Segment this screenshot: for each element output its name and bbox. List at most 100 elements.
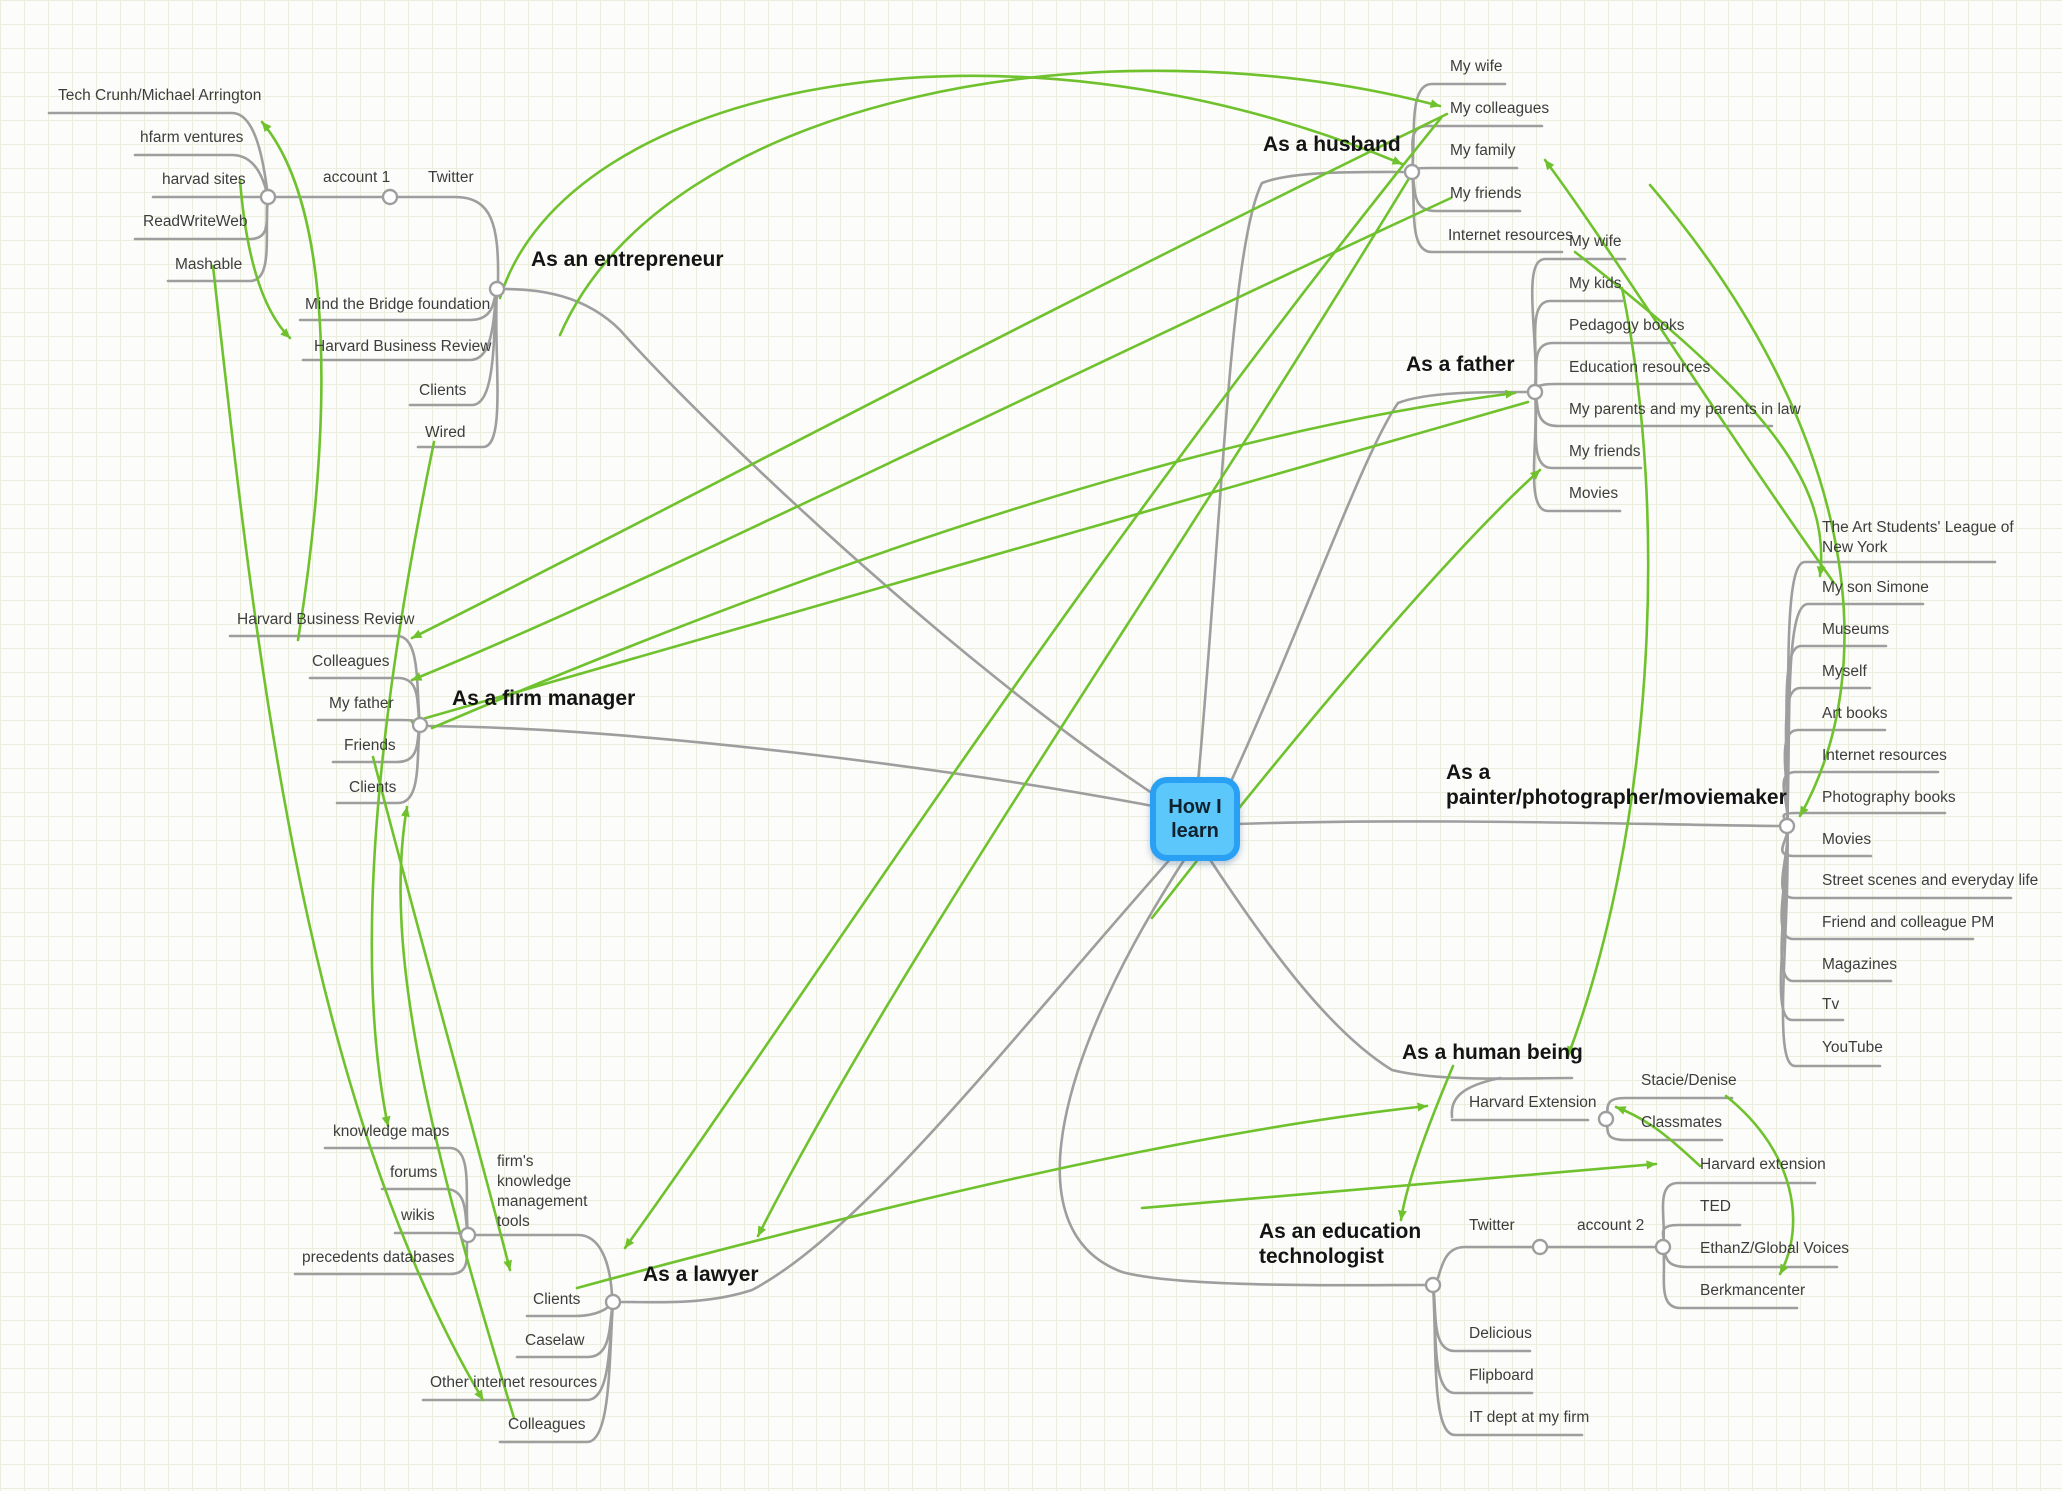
node-branch-youtube [1781,824,1882,1068]
node-harvard-business-review-firm-manager[interactable]: Harvard Business Review [237,611,415,628]
cross-link-20 [1397,1064,1455,1222]
branch-title-as-an-entrepreneur[interactable]: As an entrepreneur [531,248,724,271]
node-mashable[interactable]: Mashable [175,256,243,273]
central-topic-node[interactable]: How I learn [1150,777,1240,861]
node-harvard-extension-edu[interactable]: Harvard extension [1700,1156,1826,1173]
collapse-toggle-8[interactable] [1531,1238,1549,1256]
node-flipboard[interactable]: Flipboard [1469,1367,1534,1384]
node-photography-books[interactable]: Photography books [1822,789,1956,806]
collapse-toggle-4[interactable] [1526,383,1544,401]
node-tech-crunch-michael-arrington[interactable]: Tech Crunh/Michael Arrington [58,87,262,104]
node-my-father[interactable]: My father [329,695,394,712]
node-wikis[interactable]: wikis [401,1207,435,1224]
node-other-internet-resources[interactable]: Other internet resources [430,1374,598,1391]
node-movies-painter[interactable]: Movies [1822,831,1872,848]
node-branch-wikis [393,1231,470,1237]
node-friends-firm-manager[interactable]: Friends [344,737,396,754]
node-caselaw[interactable]: Caselaw [525,1332,585,1349]
cross-link-13 [410,400,1530,724]
branch-title-as-a-father[interactable]: As a father [1406,353,1515,376]
node-my-wife-father[interactable]: My wife [1569,233,1622,250]
node-stacie-denise[interactable]: Stacie/Denise [1641,1072,1737,1089]
node-precedents-databases[interactable]: precedents databases [302,1249,455,1266]
cross-link-18 [1140,1160,1658,1210]
branch-connector-0 [502,287,1157,797]
node-delicious[interactable]: Delicious [1469,1325,1532,1342]
collapse-toggle-10[interactable] [411,716,429,734]
node-my-friends-husband[interactable]: My friends [1450,185,1522,202]
node-clients-lawyer[interactable]: Clients [533,1291,581,1308]
node-magazines[interactable]: Magazines [1822,956,1897,973]
node-myself[interactable]: Myself [1822,663,1867,680]
node-art-books[interactable]: Art books [1822,705,1888,722]
collapse-toggle-7[interactable] [1424,1276,1442,1294]
branch-title-as-a-husband[interactable]: As a husband [1263,133,1401,156]
node-berkmancenter[interactable]: Berkmancenter [1700,1282,1806,1299]
node-harvad-sites[interactable]: harvad sites [162,171,246,188]
node-forums[interactable]: forums [390,1164,438,1181]
node-youtube[interactable]: YouTube [1822,1039,1883,1056]
node-friend-and-colleague-pm[interactable]: Friend and colleague PM [1822,914,1995,931]
node-knowledge-maps[interactable]: knowledge maps [333,1123,450,1140]
branch-spine-1 [395,195,500,284]
node-colleagues-firm-manager[interactable]: Colleagues [312,653,390,670]
node-mind-the-bridge-foundation[interactable]: Mind the Bridge foundation [305,296,491,313]
branch-title-as-a-human-being[interactable]: As a human being [1402,1041,1583,1064]
collapse-toggle-0[interactable] [259,188,277,206]
collapse-toggle-5[interactable] [1778,817,1796,835]
collapse-toggle-1[interactable] [381,188,399,206]
branch-connector-6 [619,855,1174,1304]
node-my-colleagues[interactable]: My colleagues [1450,100,1550,117]
branch-spine-2 [1436,1245,1534,1280]
node-classmates[interactable]: Classmates [1641,1114,1722,1131]
node-my-friends-father[interactable]: My friends [1569,443,1641,460]
node-my-son-simone[interactable]: My son Simone [1822,579,1929,596]
node-museums[interactable]: Museums [1822,621,1890,638]
node-account-2[interactable]: account 2 [1577,1217,1645,1234]
branch-title-as-a-firm-manager[interactable]: As a firm manager [452,687,636,710]
node-twitter-1[interactable]: Twitter [428,169,474,186]
node-my-kids[interactable]: My kids [1569,275,1622,292]
node-harvard-extension-human[interactable]: Harvard Extension [1469,1094,1597,1111]
node-twitter-2[interactable]: Twitter [1469,1217,1515,1234]
node-firms-knowledge-management-tools[interactable]: firm's knowledge management tools [497,1153,588,1230]
node-my-wife-husband[interactable]: My wife [1450,58,1503,75]
branch-title-as-an-education-technologist[interactable]: As an education technologist [1259,1220,1422,1268]
collapse-toggle-12[interactable] [459,1226,477,1244]
branch-connector-5 [426,724,1155,808]
branch-connectors [426,170,1781,1304]
node-readwriteweb[interactable]: ReadWriteWeb [143,213,248,230]
collapse-toggle-11[interactable] [604,1293,622,1311]
branch-connector-3 [1234,820,1781,828]
branch-title-as-a-painter-photographer-moviemaker[interactable]: As a painter/photographer/moviemaker [1446,761,1787,809]
node-my-parents-and-my-parents-in-law[interactable]: My parents and my parents in law [1569,401,1801,418]
node-street-scenes-and-everyday-life[interactable]: Street scenes and everyday life [1822,872,2039,889]
node-pedagogy-books[interactable]: Pedagogy books [1569,317,1685,334]
node-tv[interactable]: Tv [1822,996,1840,1013]
node-clients-entrepreneur[interactable]: Clients [419,382,467,399]
node-hfarm-ventures[interactable]: hfarm ventures [140,129,244,146]
node-my-family[interactable]: My family [1450,142,1516,159]
branch-title-as-a-lawyer[interactable]: As a lawyer [643,1263,759,1286]
collapse-toggle-6[interactable] [1597,1110,1615,1128]
node-internet-resources-husband[interactable]: Internet resources [1448,227,1573,244]
node-movies-father[interactable]: Movies [1569,485,1619,502]
collapse-toggle-3[interactable] [1403,163,1421,181]
cross-link-4 [558,69,1442,337]
node-ethanz-global-voices[interactable]: EthanZ/Global Voices [1700,1240,1850,1257]
collapse-toggle-2[interactable] [488,280,506,298]
node-art-students-league[interactable]: The Art Students' League of New York [1822,519,2014,556]
node-branch-my-father [316,718,422,727]
node-internet-resources-painter[interactable]: Internet resources [1822,747,1947,764]
node-account-1[interactable]: account 1 [323,169,391,186]
node-branch-education-resources [1533,382,1700,394]
node-harvard-business-review-entrepreneur[interactable]: Harvard Business Review [314,338,492,355]
collapse-toggle-9[interactable] [1654,1238,1672,1256]
node-it-dept-at-my-firm[interactable]: IT dept at my firm [1469,1409,1590,1426]
node-colleagues-lawyer[interactable]: Colleagues [508,1416,586,1433]
node-wired[interactable]: Wired [425,424,466,441]
node-ted[interactable]: TED [1700,1198,1731,1215]
node-education-resources[interactable]: Education resources [1569,359,1711,376]
node-clients-firm-manager[interactable]: Clients [349,779,397,796]
